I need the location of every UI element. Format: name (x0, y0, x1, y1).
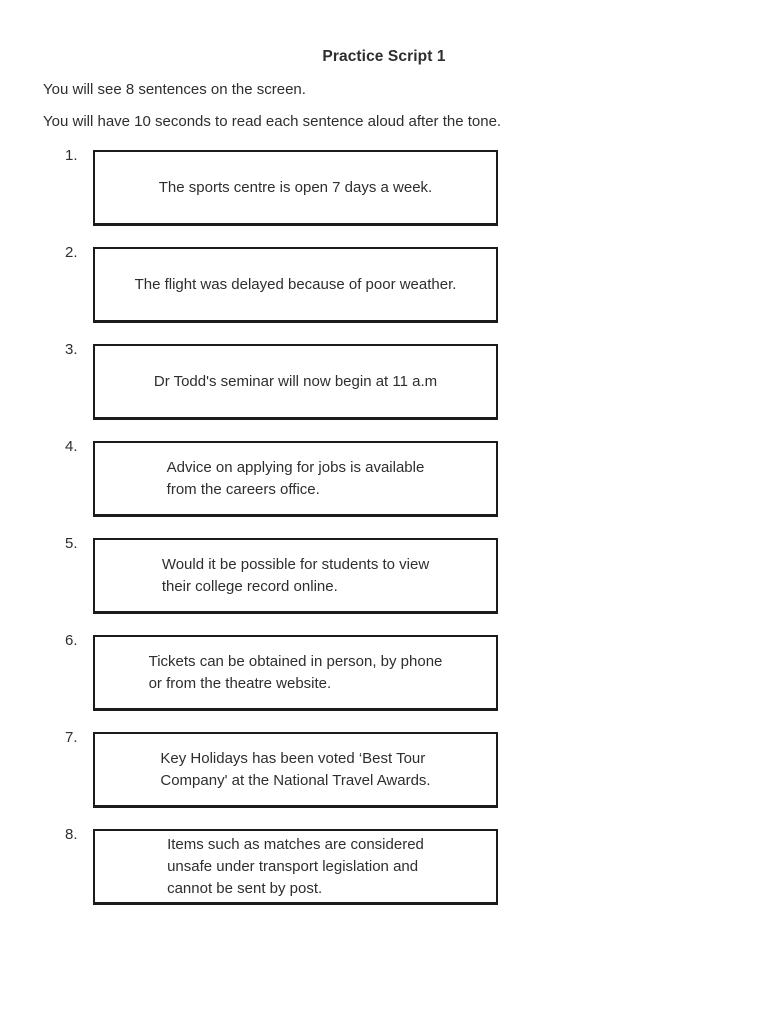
sentence-item: 6. Tickets can be obtained in person, by… (65, 632, 498, 711)
sentence-box: Advice on applying for jobs is available… (93, 441, 498, 517)
sentence-text: Dr Todd's seminar will now begin at 11 a… (153, 372, 438, 390)
item-number: 5. (65, 535, 78, 552)
page-title: Practice Script 1 (322, 48, 446, 65)
sentence-item: 2. The flight was delayed because of poo… (65, 244, 498, 323)
sentence-text: The sports centre is open 7 days a week. (158, 178, 433, 196)
sentence-text: Items such as matches are considered uns… (167, 835, 424, 897)
sentence-text: Key Holidays has been voted ‘Best Tour C… (160, 749, 431, 789)
sentence-box: Tickets can be obtained in person, by ph… (93, 635, 498, 711)
sentence-item: 1. The sports centre is open 7 days a we… (65, 147, 498, 226)
sentence-text: Would it be possible for students to vie… (161, 555, 430, 595)
sentence-box: Items such as matches are considered uns… (93, 829, 498, 905)
item-number: 2. (65, 244, 78, 261)
sentence-list: 1. The sports centre is open 7 days a we… (65, 147, 498, 926)
sentence-item: 8. Items such as matches are considered … (65, 826, 498, 905)
item-number: 8. (65, 826, 78, 843)
item-number: 7. (65, 729, 78, 746)
sentence-box: The flight was delayed because of poor w… (93, 247, 498, 323)
sentence-text: Advice on applying for jobs is available… (166, 458, 425, 498)
sentence-box: Dr Todd's seminar will now begin at 11 a… (93, 344, 498, 420)
item-number: 6. (65, 632, 78, 649)
sentence-item: 7. Key Holidays has been voted ‘Best Tou… (65, 729, 498, 808)
sentence-text: The flight was delayed because of poor w… (134, 275, 457, 293)
sentence-text: Tickets can be obtained in person, by ph… (148, 652, 443, 692)
item-number: 4. (65, 438, 78, 455)
item-number: 1. (65, 147, 78, 164)
instruction-line-1: You will see 8 sentences on the screen. (43, 81, 306, 98)
sentence-box: Key Holidays has been voted ‘Best Tour C… (93, 732, 498, 808)
sentence-item: 5. Would it be possible for students to … (65, 535, 498, 614)
sentence-box: The sports centre is open 7 days a week. (93, 150, 498, 226)
sentence-box: Would it be possible for students to vie… (93, 538, 498, 614)
item-number: 3. (65, 341, 78, 358)
sentence-item: 4. Advice on applying for jobs is availa… (65, 438, 498, 517)
sentence-item: 3. Dr Todd's seminar will now begin at 1… (65, 341, 498, 420)
instruction-line-2: You will have 10 seconds to read each se… (43, 113, 502, 130)
